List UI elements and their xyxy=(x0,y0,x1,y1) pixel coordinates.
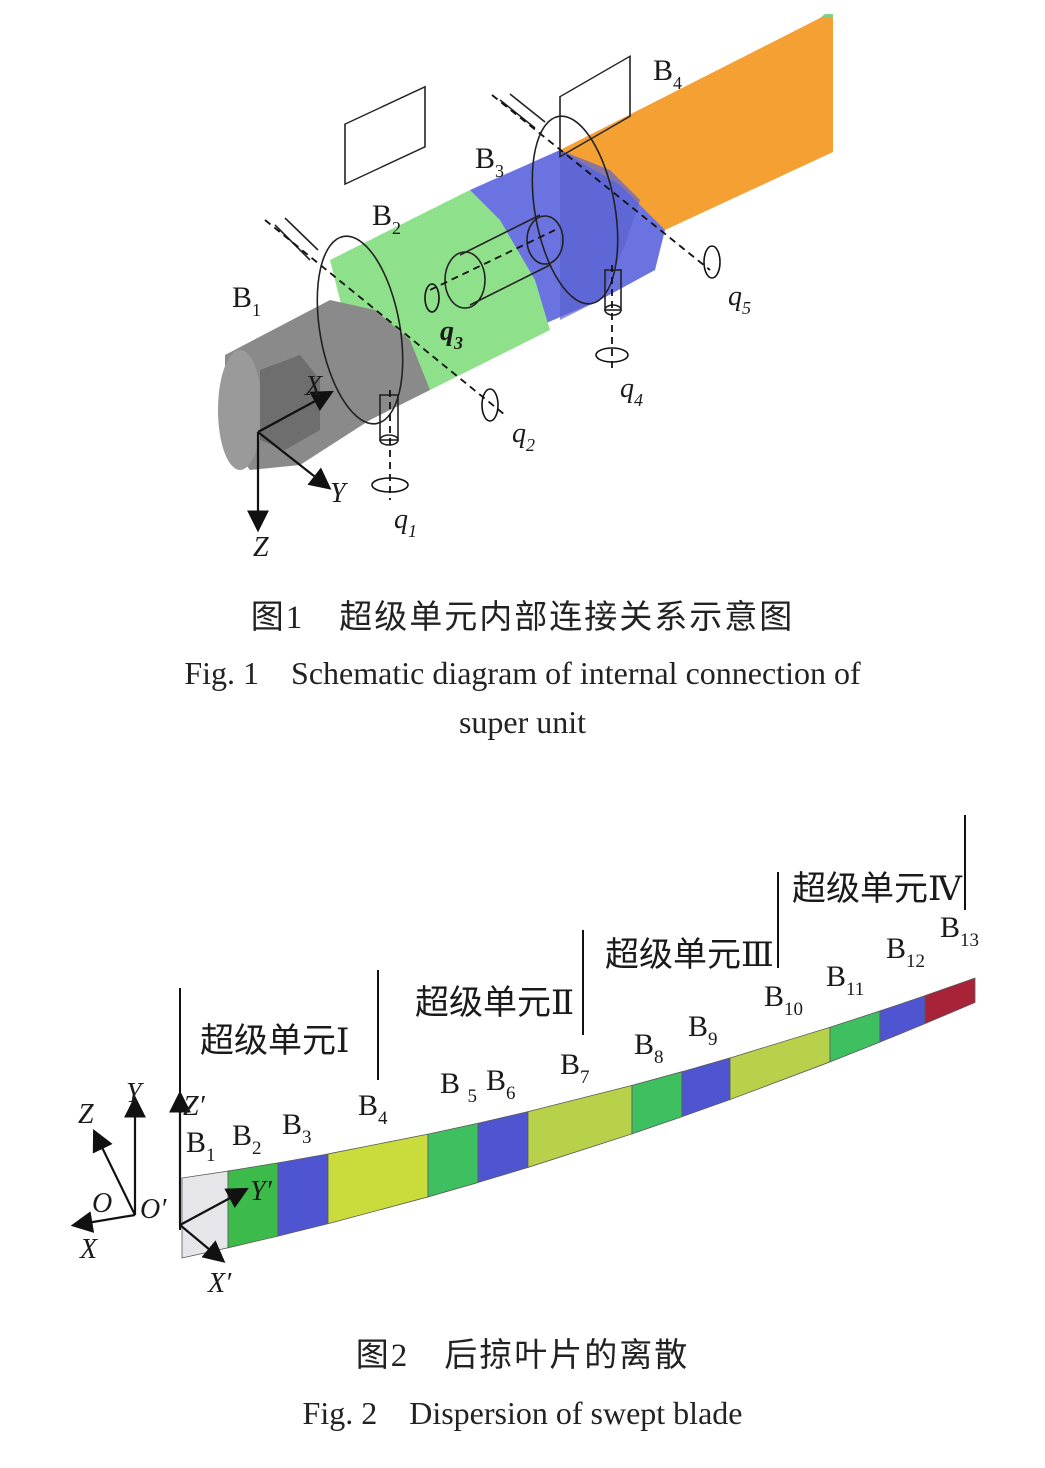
segment-label-b3: B3 xyxy=(282,1108,312,1148)
blade-segment-b8 xyxy=(631,1071,683,1135)
segment-label-b5: B 5 xyxy=(440,1067,477,1107)
rotation-arrows xyxy=(371,245,721,493)
local-axes xyxy=(169,1090,249,1263)
label-q3: q3 xyxy=(440,316,463,353)
blade-segment-b6 xyxy=(477,1111,529,1184)
blade-segment-b4 xyxy=(327,1133,429,1225)
segment-label-b13: B13 xyxy=(940,911,979,951)
label-q1: q1 xyxy=(394,504,417,541)
base-axes xyxy=(247,390,334,533)
figure-1-caption-en-line1: Fig. 1 Schematic diagram of internal con… xyxy=(184,655,861,691)
blade-segment-b5 xyxy=(427,1122,479,1198)
rotation-axes xyxy=(264,94,711,500)
figure-2-caption-en: Fig. 2 Dispersion of swept blade xyxy=(302,1395,743,1431)
segment-label-b9: B9 xyxy=(688,1010,718,1050)
label-b4: B4 xyxy=(653,54,682,93)
global-axes xyxy=(70,1095,146,1233)
super-unit-4-label: 超级单元Ⅳ xyxy=(792,870,963,908)
figure-1-caption-en-line2: super unit xyxy=(458,704,587,740)
figure-1: X Y Z B1 B2 B3 B4 q1 q2 q3 q4 q5 xyxy=(0,0,1045,580)
segment-label-b4: B4 xyxy=(358,1089,388,1129)
axis-z-prime-label: Z′ xyxy=(183,1091,206,1122)
axis-o-prime-label: O′ xyxy=(140,1194,167,1225)
label-q4: q4 xyxy=(620,373,643,410)
super-unit-1-label: 超级单元Ⅰ xyxy=(200,1022,349,1060)
label-q2: q2 xyxy=(512,418,535,455)
axis-y-prime-label: Y′ xyxy=(250,1176,273,1207)
axis-x-prime-label: X′ xyxy=(207,1268,232,1299)
segment-label-b12: B12 xyxy=(886,932,925,972)
blade-segment-b13 xyxy=(924,977,976,1025)
label-b1: B1 xyxy=(232,281,261,320)
blade-segment-b3 xyxy=(277,1153,329,1237)
super-unit-2-label: 超级单元Ⅱ xyxy=(415,984,574,1022)
blade-segment-b9 xyxy=(681,1057,731,1118)
axis-z-label: Z xyxy=(78,1099,94,1130)
blade-segment-b7 xyxy=(527,1084,633,1168)
figure-1-illustration: X Y Z B1 B2 B3 B4 q1 q2 q3 q4 q5 xyxy=(218,14,833,563)
axis-y-label: Y xyxy=(126,1078,145,1109)
segment-label-b7: B7 xyxy=(560,1048,590,1088)
segment-label-b11: B11 xyxy=(826,960,864,1000)
label-b3: B3 xyxy=(475,142,504,181)
axis-z-label: Z xyxy=(253,532,269,563)
segment-label-b6: B6 xyxy=(486,1064,516,1104)
axis-y-label: Y xyxy=(330,478,349,509)
axis-o-label: O xyxy=(92,1188,112,1219)
label-q5: q5 xyxy=(728,281,751,318)
label-b2: B2 xyxy=(372,199,401,238)
segment-label-b2: B2 xyxy=(232,1119,262,1159)
blade-segment-b10 xyxy=(729,1026,831,1101)
blade-segment-b11 xyxy=(829,1010,881,1063)
super-unit-3-label: 超级单元Ⅲ xyxy=(605,936,774,974)
axis-x-label: X xyxy=(79,1234,98,1265)
joint-mechanisms xyxy=(274,55,631,446)
segment-label-b1: B1 xyxy=(186,1126,216,1166)
body-b4 xyxy=(560,18,833,230)
figure-1-caption-zh: 图1 超级单元内部连接关系示意图 xyxy=(250,600,795,636)
axis-x-label: X xyxy=(304,371,323,402)
figure-2-caption-zh: 图2 后掠叶片的离散 xyxy=(355,1338,690,1374)
segment-label-b10: B10 xyxy=(764,980,803,1020)
blade-segment-b12 xyxy=(879,995,926,1043)
segment-label-b8: B8 xyxy=(634,1028,664,1068)
